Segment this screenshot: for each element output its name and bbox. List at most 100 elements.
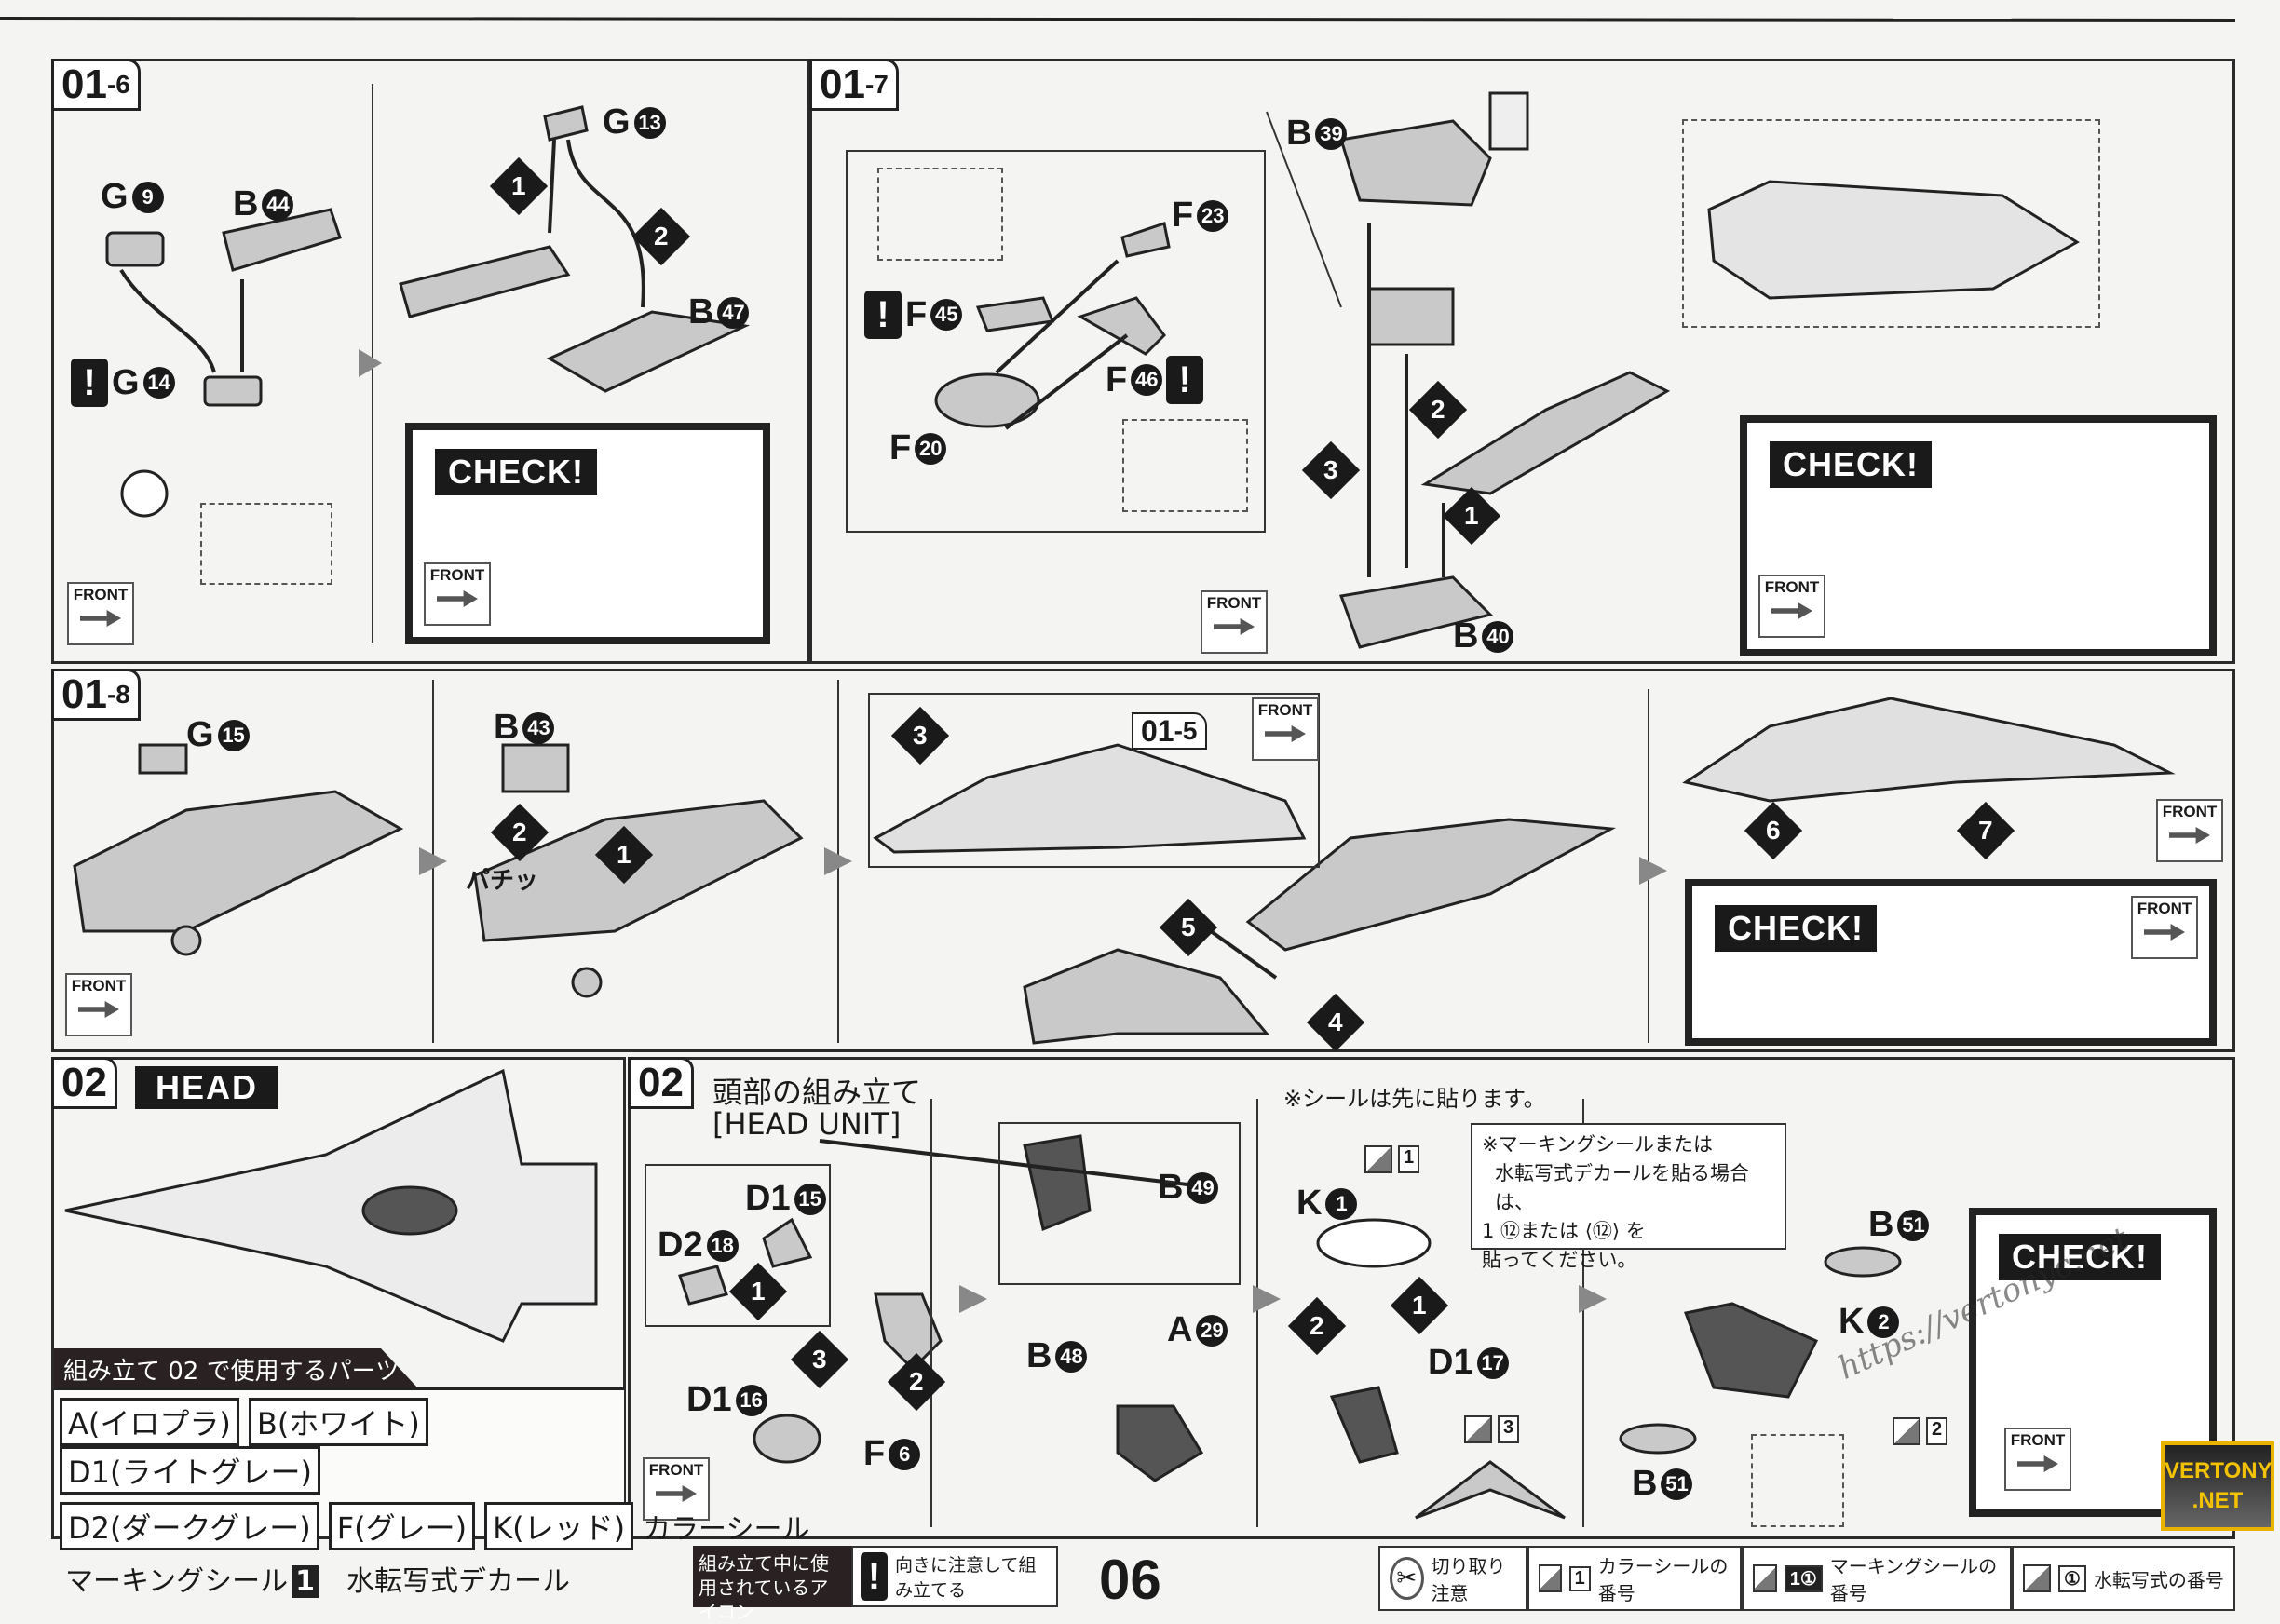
step-01-7-panel xyxy=(809,59,2235,664)
reference-step-01-5: 01-5 xyxy=(1132,712,1207,750)
front-indicator: FRONT xyxy=(2131,896,2198,959)
color-seal-label: カラーシール xyxy=(643,1513,810,1546)
detail-inset xyxy=(1751,1434,1844,1527)
decal-callout: ※マーキングシールまたは 水転写式デカールを貼る場合は、 1 ⑫または ⟨⑫⟩ … xyxy=(1471,1123,1786,1271)
front-indicator: FRONT xyxy=(643,1457,710,1521)
orientation-legend: !向きに注意して組み立てる xyxy=(851,1546,1058,1607)
sticker-icon xyxy=(1364,1145,1392,1173)
step-number-01-6: 01-6 xyxy=(51,59,141,111)
color-sticker-marker: 1 xyxy=(1364,1145,1420,1173)
step-number-01-7: 01-7 xyxy=(809,59,899,111)
part-runner-f: F(グレー) xyxy=(328,1502,476,1550)
head-unit-title-en: [HEAD UNIT] xyxy=(712,1106,902,1142)
part-runner-b: B(ホワイト) xyxy=(248,1398,428,1446)
front-indicator: FRONT xyxy=(2004,1428,2071,1491)
reference-callout xyxy=(868,693,1320,868)
front-indicator: FRONT xyxy=(1252,697,1319,761)
detail-callout xyxy=(645,1164,831,1327)
legend-text: 水転写式の番号 xyxy=(2093,1568,2224,1591)
orientation-caution-icon: ! xyxy=(1166,356,1204,404)
check-label: CHECK! xyxy=(1715,905,1877,952)
part-runner-k: K(レッド) xyxy=(484,1502,634,1550)
legend-text: マーキングシールの番号 xyxy=(1829,1555,1998,1604)
parts-used-list: A(イロプラ)B(ホワイト)D1(ライトグレー) D2(ダークグレー)F(グレー… xyxy=(54,1387,809,1598)
sticker-icon xyxy=(1893,1417,1920,1445)
detail-callout xyxy=(998,1122,1241,1285)
front-indicator: FRONT xyxy=(424,562,491,626)
callout-line: 水転写式デカールを貼る場合は、 xyxy=(1495,1162,1749,1213)
front-indicator: FRONT xyxy=(1201,590,1268,654)
decal-label: 水転写式デカール xyxy=(346,1565,570,1598)
legend-cutting-caution: ✂切り取り注意 xyxy=(1378,1546,1527,1611)
check-box-01-7: CHECK! FRONT xyxy=(1740,415,2217,656)
check-label: CHECK! xyxy=(1770,441,1932,488)
step-01-8-panel xyxy=(51,669,2235,1052)
step-02-head-unit-panel xyxy=(628,1057,2235,1539)
detail-callout xyxy=(846,150,1266,533)
orientation-caution-icon: ! xyxy=(861,1552,889,1601)
step-number-02: 02 xyxy=(51,1057,117,1109)
icons-used-title: 組み立て中に使用されているアイコン xyxy=(693,1546,851,1623)
callout-line: 貼ってください。 xyxy=(1482,1249,1637,1271)
cutting-caution-icon: ✂ xyxy=(1390,1557,1424,1600)
detail-inset xyxy=(1122,419,1248,512)
orientation-caution-icon: ! xyxy=(864,291,902,339)
check-label: CHECK! xyxy=(435,449,597,495)
check-box-01-6: CHECK! FRONT xyxy=(405,423,770,644)
detail-inset xyxy=(877,168,1003,261)
part-runner-d2: D2(ダークグレー) xyxy=(60,1502,319,1550)
detail-inset xyxy=(1682,119,2100,328)
seal-first-note: ※シールは先に貼ります。 xyxy=(1283,1086,1546,1112)
orientation-caution-icon: ! xyxy=(71,359,108,407)
vertony-logo: VERTONY .NET xyxy=(2161,1441,2274,1531)
orientation-legend-text: 向きに注意して組み立てる xyxy=(895,1555,1037,1601)
legend-text: カラーシールの番号 xyxy=(1597,1555,1729,1604)
callout-line: 1 ⑫または ⟨⑫⟩ を xyxy=(1482,1220,1646,1242)
head-unit-title-jp: 頭部の組み立て xyxy=(712,1075,922,1110)
part-runner-d1: D1(ライトグレー) xyxy=(60,1446,320,1495)
step-number-02-unit: 02 xyxy=(628,1057,694,1109)
color-sticker-icon xyxy=(1539,1564,1562,1592)
front-indicator: FRONT xyxy=(65,973,132,1036)
front-indicator: FRONT xyxy=(1758,575,1825,638)
head-title: HEAD xyxy=(135,1066,279,1109)
parts-used-title: 組み立て 02 で使用するパーツ xyxy=(54,1348,417,1387)
snap-sound-label: パチッ xyxy=(466,867,539,895)
step-01-6-panel xyxy=(51,59,809,664)
part-runner-a: A(イロプラ) xyxy=(60,1398,239,1446)
legend-text: 切り取り注意 xyxy=(1431,1555,1506,1604)
marking-sticker-icon xyxy=(1753,1564,1777,1592)
front-indicator: FRONT xyxy=(67,582,134,645)
check-label: CHECK! xyxy=(1999,1234,2161,1280)
check-box-01-8: CHECK! FRONT xyxy=(1685,879,2217,1046)
front-indicator: FRONT xyxy=(2156,799,2223,862)
color-sticker-marker: 2 xyxy=(1893,1417,1948,1445)
marking-seal-number: 1 xyxy=(292,1565,319,1598)
step-number-01-8: 01-8 xyxy=(51,669,141,721)
callout-line: ※マーキングシールまたは xyxy=(1482,1133,1713,1156)
